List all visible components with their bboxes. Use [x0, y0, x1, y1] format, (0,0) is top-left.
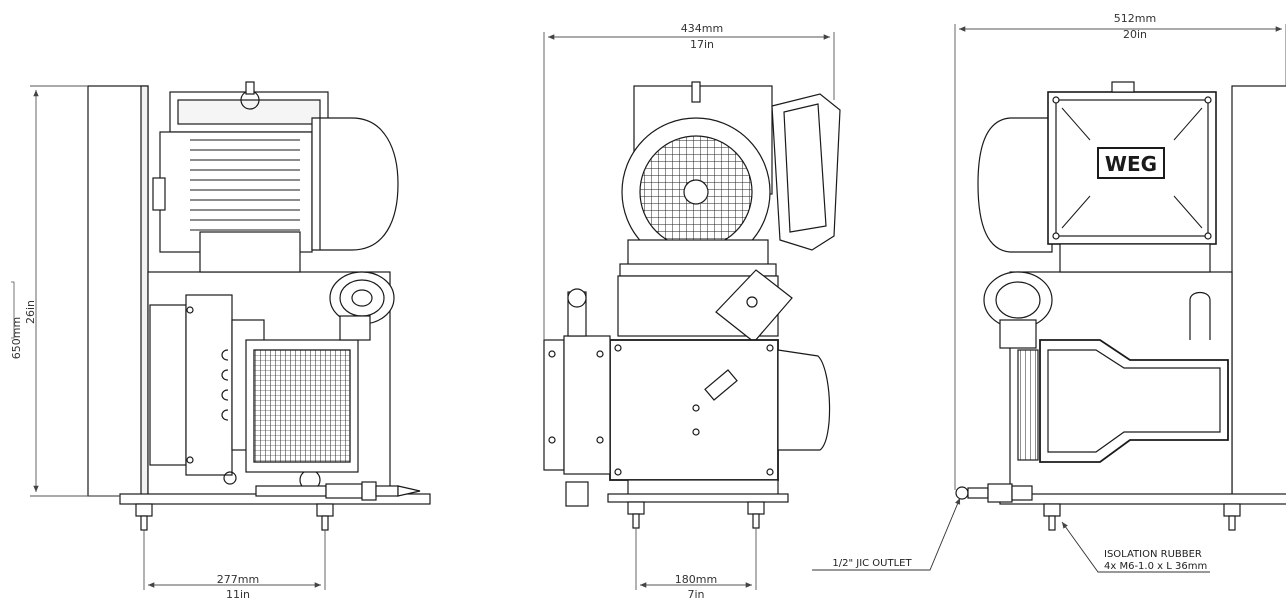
weg-logo: WEG: [1097, 147, 1165, 179]
dim-rear-width-in: 20in: [1123, 28, 1147, 41]
motor-end: [977, 117, 1053, 253]
rear-view: WEG: [955, 81, 1286, 531]
outlet-callout: 1/2" JIC OUTLET: [812, 497, 961, 571]
air-filter-angled: [715, 269, 793, 343]
front-view: [543, 81, 841, 529]
enclosure-panel-rear: [1231, 85, 1286, 497]
dim-front-base: 180mm 7in: [675, 573, 717, 601]
isolation-feet-front: [627, 501, 765, 529]
dim-height-mm: 650mm: [10, 317, 23, 359]
dim-front-base-mm: 180mm: [675, 573, 717, 586]
isolation-callout-title: ISOLATION RUBBER: [1104, 549, 1202, 560]
dim-front-width-mm: 434mm: [681, 22, 723, 35]
isolation-callout-spec: 4x M6-1.0 x L 36mm: [1104, 561, 1207, 572]
compressor-body: [609, 339, 831, 481]
dim-front-base-in: 7in: [687, 588, 704, 601]
enclosure-panel: [87, 85, 149, 497]
dim-height: 650mm 26in: [10, 281, 37, 359]
dim-front-width-in: 17in: [690, 38, 714, 51]
intake-duct: [1039, 291, 1229, 463]
dim-side-base-mm: 277mm: [217, 573, 259, 586]
dim-side-base-in: 11in: [226, 588, 250, 601]
svg-text:WEG: WEG: [1105, 152, 1157, 176]
terminal-box: [771, 93, 841, 251]
aftercooler: [221, 339, 359, 473]
dim-front-width: 434mm 17in: [681, 22, 723, 51]
dim-height-in: 26in: [24, 300, 37, 324]
outlet-callout-label: 1/2" JIC OUTLET: [832, 558, 912, 569]
base-plate-front: [607, 493, 789, 503]
isolation-feet-rear: [1043, 503, 1241, 531]
fan-cover: [621, 117, 771, 267]
dim-rear-width-mm: 512mm: [1114, 12, 1156, 25]
cylinder-head-front: [543, 288, 611, 475]
isolation-callout: ISOLATION RUBBER 4x M6-1.0 x L 36mm: [1061, 521, 1210, 573]
dimension-lines: [30, 24, 1286, 590]
motor: [152, 81, 399, 273]
outlet-fitting-rear: [955, 483, 1033, 503]
isolation-feet: [135, 503, 334, 531]
side-view: [87, 81, 431, 531]
dim-rear-width: 512mm 20in: [1114, 12, 1156, 41]
air-filter-rear: [983, 271, 1053, 349]
base-plate-rear: [999, 493, 1286, 505]
dim-side-base: 277mm 11in: [217, 573, 259, 601]
outlet-fitting-side: [255, 481, 421, 501]
air-filter: [329, 271, 395, 341]
